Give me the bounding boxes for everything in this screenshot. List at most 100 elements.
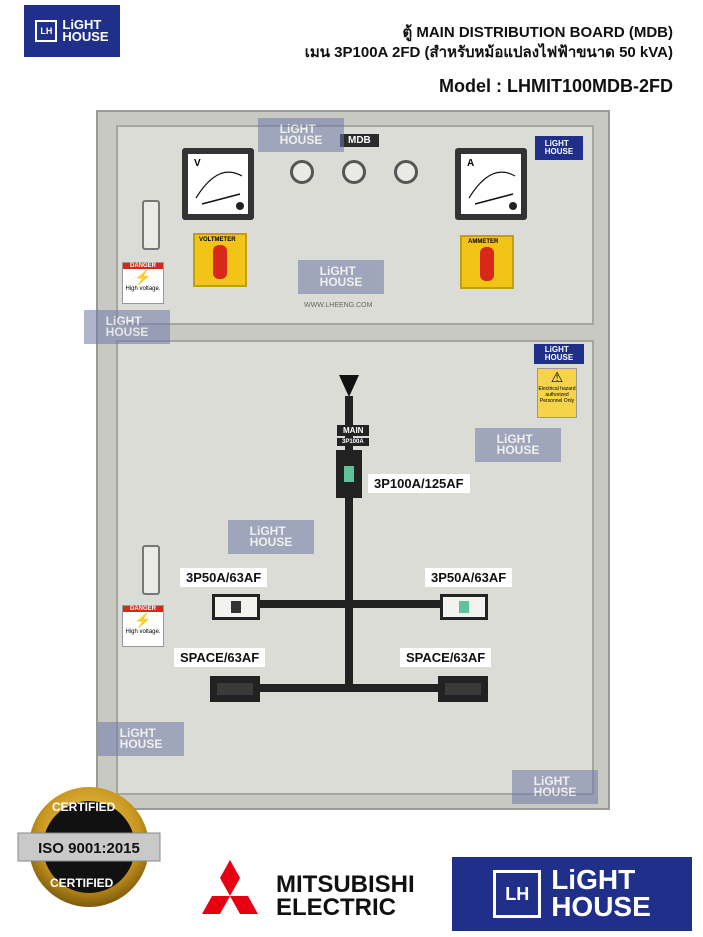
upper-danger-sticker: DANGER ⚡ High voltage. (122, 262, 164, 304)
panel-logo-line1: LiGHT (544, 139, 569, 149)
wm-line2: HOUSE (319, 275, 363, 289)
switch-knob-icon (213, 245, 227, 279)
pilot-lamp-2 (342, 160, 366, 184)
brand-line1: LiGHT (551, 864, 636, 896)
ammeter-selector-switch[interactable]: AMMETER (460, 235, 514, 289)
model-number: Model : LHMIT100MDB-2FD (439, 76, 673, 96)
mitsubishi-line1: MITSUBISHI (276, 871, 415, 898)
danger-text: High voltage. (125, 286, 161, 292)
wm-line1: LiGHT (249, 523, 286, 538)
brand-logo-footer: LH LiGHT HOUSE (452, 857, 692, 931)
cert-standard-text: ISO 9001:2015 (38, 840, 140, 857)
bus-main-vertical (345, 396, 353, 690)
warning-text: Electrical hazard authorized Personnel O… (538, 386, 576, 404)
main-breaker-label: 3P100A/125AF (368, 474, 470, 493)
brand-line1: LiGHT (62, 16, 102, 32)
right-feeder-label: 3P50A/63AF (425, 568, 513, 587)
voltmeter-dial-icon (195, 171, 244, 210)
ammeter: A (455, 148, 527, 220)
wm-line2: HOUSE (279, 133, 323, 147)
wm-line2: HOUSE (119, 737, 163, 751)
wm-line2: HOUSE (105, 325, 149, 339)
left-feeder-breaker[interactable] (212, 594, 260, 620)
voltmeter-selector-switch[interactable]: VOLTMETER (193, 233, 247, 287)
mdb-tag: MDB (340, 134, 379, 147)
ammeter-face: A (461, 154, 521, 214)
bus-space-horizontal (240, 684, 470, 692)
lower-door-handle[interactable] (142, 545, 160, 595)
mitsubishi-diamonds-icon (202, 860, 258, 914)
brand-name: LiGHT HOUSE (62, 16, 109, 44)
bus-feeder-horizontal (240, 600, 470, 608)
wm-line2: HOUSE (496, 443, 540, 457)
pilot-lamp-1 (290, 160, 314, 184)
breaker-toggle-icon (231, 601, 241, 613)
logo-mark-icon: LH (35, 20, 58, 42)
wm-line1: LiGHT (533, 773, 570, 788)
main-rating-tag: 3P100A (337, 438, 369, 446)
pilot-lamp-3 (394, 160, 418, 184)
right-feeder-breaker[interactable] (440, 594, 488, 620)
incoming-arrow-icon (339, 375, 359, 397)
voltmeter-unit: V (194, 158, 201, 169)
upper-door-handle[interactable] (142, 200, 160, 250)
left-feeder-label: 3P50A/63AF (180, 568, 268, 587)
panel-logo-line2: HOUSE (544, 353, 574, 362)
website-url: WWW.LHEENG.COM (304, 302, 373, 309)
danger-title: DANGER (123, 606, 163, 612)
cert-bottom-text: CERTIFIED (50, 876, 114, 890)
wm-line1: LiGHT (105, 313, 142, 328)
panel-logo-line1: LiGHT (544, 345, 569, 355)
switch-knob-icon (480, 247, 494, 281)
brand-line2: HOUSE (551, 891, 651, 922)
brand-logo-top: LH LiGHT HOUSE (24, 5, 120, 57)
voltmeter-face: V (188, 154, 248, 214)
main-breaker[interactable] (336, 450, 362, 498)
voltmeter: V (182, 148, 254, 220)
brand-line2: HOUSE (62, 29, 109, 44)
mitsubishi-line2: ELECTRIC (276, 893, 396, 921)
danger-text: High voltage. (125, 629, 161, 635)
danger-title: DANGER (123, 263, 163, 269)
space-cover (217, 683, 253, 695)
wm-line2: HOUSE (249, 535, 293, 549)
right-space-slot (438, 676, 488, 702)
panel-logo-line2: HOUSE (544, 147, 574, 156)
cert-top-text: CERTIFIED (52, 800, 116, 814)
breaker-toggle-icon (459, 601, 469, 613)
breaker-toggle-icon (344, 466, 354, 482)
space-cover (445, 683, 481, 695)
left-space-label: SPACE/63AF (174, 648, 266, 667)
warning-triangle-icon: ⚠ (550, 369, 564, 385)
ammeter-switch-label: AMMETER (468, 239, 499, 245)
ammeter-unit: A (467, 158, 475, 169)
wm-line1: LiGHT (496, 431, 533, 446)
header-title: ตู้ MAIN DISTRIBUTION BOARD (MDB) (402, 24, 673, 41)
ammeter-dial-icon (468, 171, 517, 210)
mitsubishi-wordmark: MITSUBISHI ELECTRIC (276, 871, 415, 921)
logo-mark-icon: LH (493, 870, 542, 918)
wm-line1: LiGHT (119, 725, 156, 740)
danger-shock-icon: ⚡ (134, 612, 152, 628)
danger-shock-icon: ⚡ (134, 269, 152, 285)
right-space-label: SPACE/63AF (400, 648, 492, 667)
lower-panel (116, 340, 594, 795)
iso-certified-seal-icon (17, 787, 161, 907)
warning-sticker: ⚠ Electrical hazard authorized Personnel… (537, 368, 577, 418)
wm-line2: HOUSE (533, 785, 577, 799)
voltmeter-switch-label: VOLTMETER (199, 237, 236, 243)
main-tag: MAIN (337, 425, 370, 436)
wm-line1: LiGHT (319, 263, 356, 278)
left-space-slot (210, 676, 260, 702)
